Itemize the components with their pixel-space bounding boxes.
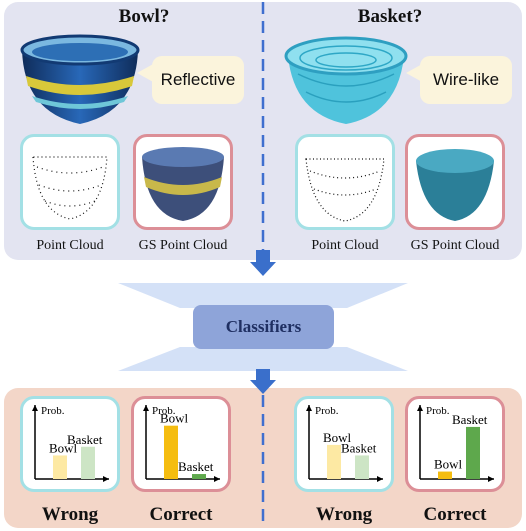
y-axis-label: Prob. bbox=[41, 405, 65, 417]
classifiers-box: Classifiers bbox=[193, 305, 334, 349]
bowl-gs-image bbox=[142, 147, 224, 221]
bar-label: Bowl bbox=[323, 430, 352, 445]
verdict-label: Correct bbox=[423, 504, 487, 525]
bar-bowl bbox=[53, 455, 67, 479]
verdict-label: Wrong bbox=[315, 504, 373, 525]
reflective-bubble: Reflective bbox=[152, 56, 244, 104]
bar-basket bbox=[192, 474, 206, 479]
x-axis-arrow-icon bbox=[377, 476, 383, 482]
probability-chart: Prob. Bowl Basket bbox=[417, 405, 494, 482]
caption-gs-point-cloud: GS Point Cloud bbox=[410, 238, 500, 253]
gs-point-cloud-bowl bbox=[133, 134, 233, 230]
basket-gs-image bbox=[416, 149, 494, 221]
x-axis-arrow-icon bbox=[214, 476, 220, 482]
bar-basket bbox=[466, 426, 480, 479]
y-axis-arrow-icon bbox=[32, 405, 38, 411]
bar-bowl bbox=[327, 444, 341, 479]
basket-point-cloud-image bbox=[305, 158, 385, 222]
x-axis-arrow-icon bbox=[488, 476, 494, 482]
bar-basket bbox=[355, 455, 369, 479]
chart-card: Prob. Bowl Basket bbox=[405, 396, 505, 492]
arrow-down-icon bbox=[250, 250, 276, 276]
basket-image bbox=[284, 36, 408, 124]
y-axis-arrow-icon bbox=[143, 405, 149, 411]
wire-like-bubble: Wire-like bbox=[420, 56, 512, 104]
verdict-label: Wrong bbox=[41, 504, 99, 525]
bar-bowl bbox=[438, 471, 452, 479]
caption-gs-point-cloud: GS Point Cloud bbox=[138, 238, 228, 253]
y-axis-label: Prob. bbox=[315, 405, 339, 417]
caption-point-cloud: Point Cloud bbox=[311, 238, 379, 253]
caption-point-cloud: Point Cloud bbox=[36, 238, 104, 253]
verdict-label: Correct bbox=[149, 504, 213, 525]
y-axis-label: Prob. bbox=[426, 405, 450, 417]
bar-label: Basket bbox=[67, 432, 103, 447]
funnel-top bbox=[118, 283, 408, 308]
y-axis-label: Prob. bbox=[152, 405, 176, 417]
y-axis-arrow-icon bbox=[417, 405, 423, 411]
bowl-point-cloud-image bbox=[32, 156, 108, 220]
x-axis-arrow-icon bbox=[103, 476, 109, 482]
bar-label: Bowl bbox=[160, 411, 189, 426]
right-title: Basket? bbox=[357, 6, 423, 27]
bar-bowl bbox=[164, 425, 178, 479]
bar-label: Basket bbox=[452, 412, 488, 427]
bar-label: Bowl bbox=[434, 457, 463, 472]
y-axis-arrow-icon bbox=[306, 405, 312, 411]
bubble-tail bbox=[406, 63, 424, 83]
bar-label: Basket bbox=[178, 459, 214, 474]
bar-label: Basket bbox=[341, 440, 377, 455]
bar-basket bbox=[81, 446, 95, 479]
arrow-down-icon bbox=[250, 369, 276, 394]
bowl-image bbox=[20, 34, 140, 124]
gs-point-cloud-basket bbox=[405, 134, 505, 230]
point-cloud-bowl bbox=[20, 134, 120, 230]
bar-label: Bowl bbox=[49, 440, 78, 455]
point-cloud-basket bbox=[295, 134, 395, 230]
left-title: Bowl? bbox=[118, 6, 170, 27]
bubble-tail bbox=[137, 63, 155, 83]
funnel-bottom bbox=[118, 347, 408, 371]
